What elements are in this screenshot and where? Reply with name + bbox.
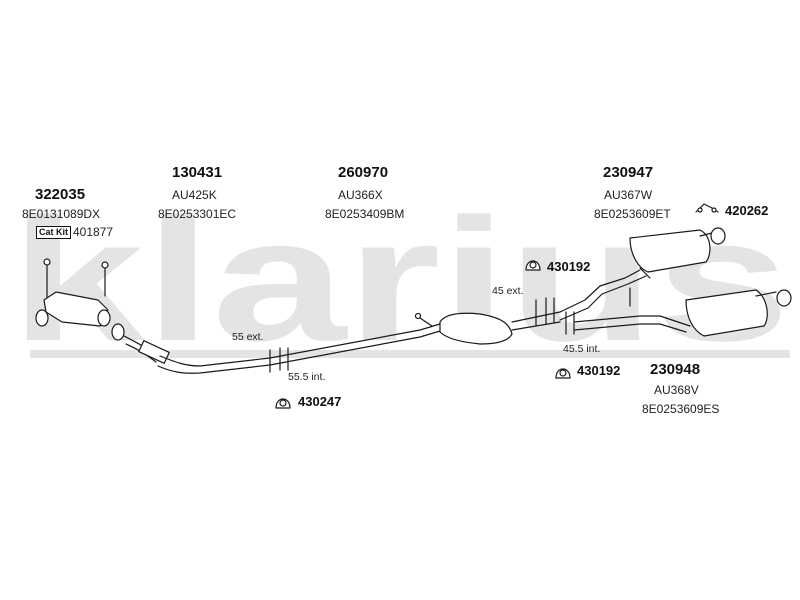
mount-420262-icon — [695, 203, 719, 213]
part-322035-number: 322035 — [35, 186, 86, 203]
dim-45-ext: 45 ext. — [492, 285, 524, 297]
part-230948-code: AU368V — [654, 383, 699, 397]
rear-silencer-left-drawing — [629, 227, 726, 279]
part-260970-ref: 8E0253409BM — [325, 207, 405, 221]
part-230947-ref: 8E0253609ET — [594, 207, 671, 221]
part-230947-code: AU367W — [604, 188, 653, 202]
watermark-text: klarius — [10, 183, 790, 378]
fitting-430192-top-number: 430192 — [547, 259, 591, 274]
part-260970-code: AU366X — [338, 188, 383, 202]
part-230947-number: 230947 — [603, 164, 654, 181]
front-pipe-drawing — [35, 258, 170, 364]
mount-430192-bottom-icon — [555, 368, 571, 379]
part-322035-ref: 8E0131089DX — [22, 207, 101, 221]
middle-silencer-drawing — [414, 297, 575, 345]
fitting-430192-bottom-number: 430192 — [577, 363, 621, 378]
watermark-bar — [30, 350, 790, 358]
dim-55-ext: 55 ext. — [232, 331, 264, 343]
dim-55-5-int: 55.5 int. — [288, 371, 326, 383]
part-230948-number: 230948 — [650, 361, 701, 378]
dim-45-5-int: 45.5 int. — [563, 343, 601, 355]
catkit-ref: 401877 — [73, 225, 114, 239]
rear-pipe-drawing — [559, 269, 691, 333]
catkit-badge: Cat Kit — [36, 226, 71, 239]
part-130431-code: AU425K — [172, 188, 217, 202]
part-260970-number: 260970 — [338, 164, 389, 181]
part-130431-number: 130431 — [172, 164, 223, 181]
part-130431-ref: 8E0253301EC — [158, 207, 237, 221]
mount-430247-icon — [275, 398, 291, 409]
intermediate-pipe-drawing — [157, 323, 441, 374]
fitting-420262-number: 420262 — [725, 203, 769, 218]
rear-silencer-right-drawing — [685, 289, 792, 337]
fitting-430247-number: 430247 — [298, 394, 342, 409]
mount-430192-top-icon — [525, 260, 541, 271]
part-230948-ref: 8E0253609ES — [642, 402, 720, 416]
